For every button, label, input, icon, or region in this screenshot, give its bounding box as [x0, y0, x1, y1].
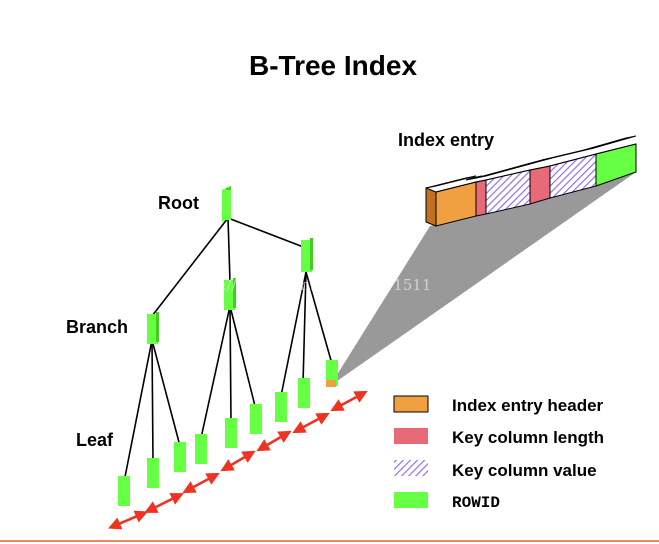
legend-swatch-rowid [394, 492, 428, 508]
zoomed-entry-marker [326, 380, 336, 387]
legend-item-key-length: Key column length [394, 428, 604, 447]
legend-item-key-value: Key column value [394, 460, 597, 480]
legend-label-header: Index entry header [452, 396, 604, 415]
leaf-node [118, 476, 130, 506]
branch-node-2 [224, 278, 236, 310]
legend-item-header: Index entry header [393, 395, 604, 415]
leaf-links [108, 390, 368, 530]
leaf-node [326, 360, 338, 386]
branch-node-3 [301, 238, 313, 272]
watermark: http://blog.csdn.net/ws1211511 [190, 276, 431, 294]
root-label: Root [158, 193, 199, 213]
leaf-nodes [118, 360, 338, 506]
leaf-node [195, 434, 207, 464]
index-entry-bar [425, 135, 637, 227]
branch-label: Branch [66, 317, 128, 337]
legend-label-key-length: Key column length [452, 428, 604, 447]
legend-swatch-header [393, 395, 429, 413]
legend: Index entry header Key column length Key… [393, 395, 604, 512]
magnifier-cone [330, 172, 636, 386]
legend-swatch-key-length [394, 428, 428, 444]
branch-node-1 [147, 312, 159, 344]
root-node [222, 186, 231, 222]
legend-swatch-key-value [394, 460, 428, 476]
leaf-node [147, 458, 159, 488]
tree-nodes [118, 186, 338, 506]
legend-label-rowid: ROWID [452, 494, 500, 512]
index-entry-label: Index entry [398, 130, 494, 150]
page-title: B-Tree Index [249, 50, 417, 81]
leaf-node [298, 378, 310, 408]
legend-label-key-value: Key column value [452, 461, 597, 480]
legend-item-rowid: ROWID [394, 492, 500, 512]
leaf-node [174, 442, 186, 472]
tree-edges [123, 217, 333, 483]
leaf-node [225, 418, 237, 448]
leaf-node [250, 404, 262, 434]
leaf-node [275, 392, 287, 422]
leaf-label: Leaf [76, 430, 114, 450]
